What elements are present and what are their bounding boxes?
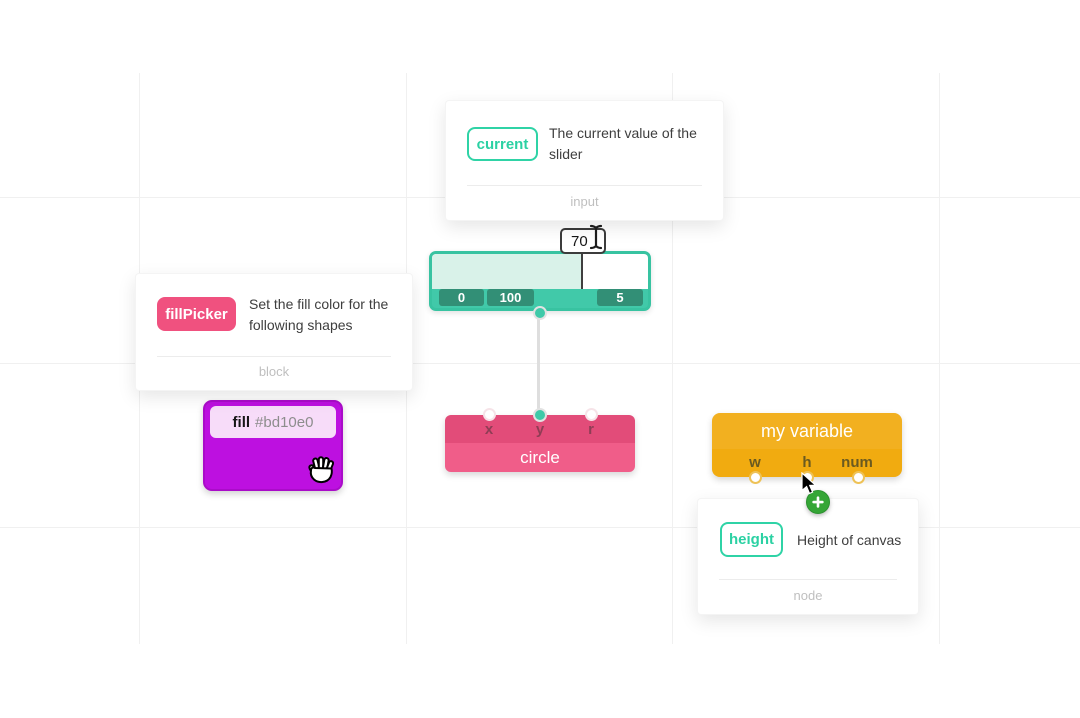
plus-icon: [812, 496, 824, 508]
divider: [157, 356, 391, 357]
circle-port-r[interactable]: [585, 408, 598, 421]
tooltip-card-input: current The current value of the slider …: [445, 100, 724, 221]
fill-block[interactable]: fill #bd10e0: [203, 400, 343, 491]
port-label-y: y: [535, 421, 545, 438]
variable-port-w[interactable]: [749, 471, 762, 484]
fill-block-header[interactable]: fill #bd10e0: [210, 406, 336, 438]
slider-output-port[interactable]: [533, 306, 547, 320]
variable-port-num[interactable]: [852, 471, 865, 484]
port-label-w: w: [749, 454, 761, 471]
circle-port-y[interactable]: [533, 408, 547, 422]
slider-step-chip[interactable]: 5: [597, 289, 643, 306]
tooltip-description: The current value of the slider: [549, 125, 697, 162]
fill-color-value: #bd10e0: [255, 413, 314, 431]
tooltip-category: input: [570, 194, 599, 209]
badge-current: current: [467, 127, 538, 161]
badge-fillpicker: fillPicker: [157, 297, 236, 331]
tooltip-category: block: [258, 364, 290, 379]
tooltip-description: Height of canvas: [797, 532, 902, 548]
text-cursor-icon: [589, 224, 603, 250]
hand-cursor-icon: [308, 456, 335, 484]
tooltip-category: node: [793, 588, 823, 603]
circle-port-x[interactable]: [483, 408, 496, 421]
slider-max-chip[interactable]: 100: [487, 289, 534, 306]
port-label-r: r: [588, 421, 594, 438]
slider-track[interactable]: [432, 254, 648, 289]
divider: [467, 185, 702, 186]
tooltip-description: Set the fill color for the following sha…: [249, 296, 389, 333]
slider-value: 70: [571, 232, 588, 250]
variable-block-name: my variable: [712, 413, 902, 449]
grid-line-vertical: [939, 73, 940, 644]
tooltip-card-node: height Height of canvas node: [697, 498, 919, 615]
circle-block-name: circle: [445, 443, 635, 472]
grid-line-vertical: [672, 73, 673, 644]
grid-line-horizontal: [0, 363, 1080, 364]
port-label-num: num: [841, 454, 873, 471]
slider-handle[interactable]: [581, 254, 583, 289]
port-label-h: h: [802, 454, 812, 471]
variable-block[interactable]: my variable w h num: [712, 413, 902, 484]
grid-line-horizontal: [0, 527, 1080, 528]
badge-height: height: [720, 522, 783, 557]
slider-block[interactable]: 0 100 5: [429, 251, 651, 320]
tooltip-card-block: fillPicker Set the fill color for the fo…: [135, 273, 413, 391]
arrow-cursor-icon: [801, 472, 818, 495]
add-node-button[interactable]: [806, 490, 830, 514]
fill-label: fill: [232, 413, 251, 431]
divider: [719, 579, 897, 580]
slider-value-input[interactable]: 70: [560, 228, 606, 254]
connection-wire: [537, 310, 540, 416]
slider-min-chip[interactable]: 0: [439, 289, 484, 306]
circle-block[interactable]: x y r circle: [445, 408, 635, 472]
slider-settings-bar: 0 100 5: [432, 287, 648, 308]
port-label-x: x: [484, 421, 494, 438]
slider-fill: [432, 254, 581, 289]
